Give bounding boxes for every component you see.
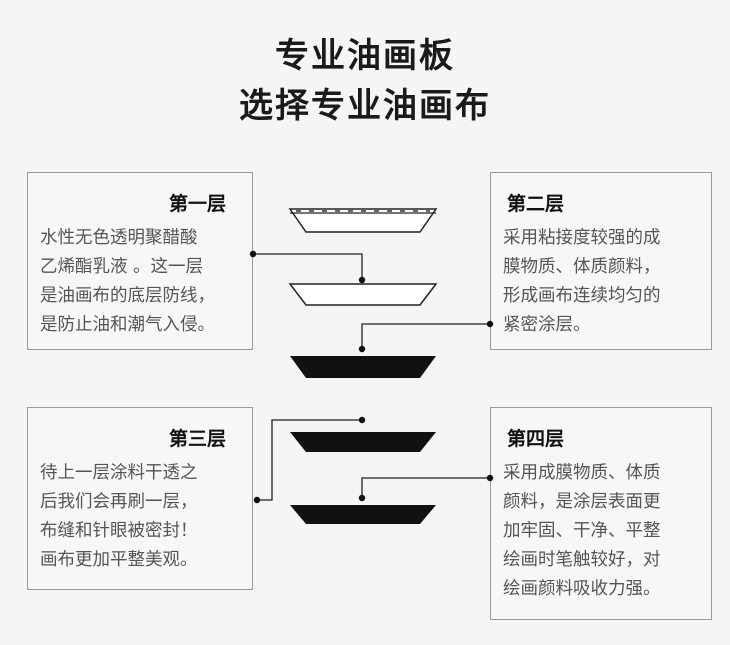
connector-dot — [253, 496, 261, 504]
connector-dot — [358, 416, 366, 424]
tray-layer-4a — [290, 432, 436, 452]
connector-dot — [486, 320, 494, 328]
connector-layer-1 — [253, 253, 363, 280]
connector-layer-4 — [361, 477, 490, 498]
layer-4-title: 第四层 — [507, 428, 565, 450]
tray-layer-3 — [290, 356, 436, 378]
layer-4-box: 第四层 采用成膜物质、体质 颜料，是涂层表面更 加牢固、干净、平整 绘画时笔触较… — [490, 407, 712, 620]
connector-layer-3 — [257, 419, 362, 501]
layer-2-box: 第二层 采用粘接度较强的成 膜物质、体质颜料， 形成画布连续均匀的 紧密涂层。 — [490, 172, 712, 350]
connector-layer-2 — [361, 323, 490, 349]
tray-layer-2 — [288, 283, 438, 306]
layer-3-title: 第三层 — [168, 428, 226, 450]
layer-2-text: 采用粘接度较强的成 膜物质、体质颜料， 形成画布连续均匀的 紧密涂层。 — [503, 228, 661, 335]
connector-dot — [358, 345, 366, 353]
connector-dot — [486, 474, 494, 482]
connector-dot — [358, 276, 366, 284]
layer-1-title: 第一层 — [168, 193, 226, 215]
title-line-1: 专业油画板 — [275, 36, 455, 76]
tray-layer-1 — [288, 208, 438, 233]
connector-dot — [249, 250, 257, 258]
layer-3-text: 待上一层涂料干透之 后我们会再刷一层， 布缝和针眼被密封！ 画布更加平整美观。 — [40, 463, 198, 570]
layer-1-text: 水性无色透明聚醋酸 乙烯酯乳液 。这一层 是油画布的底层防线， 是防止油和潮气入… — [40, 228, 215, 335]
connector-dot — [358, 494, 366, 502]
layer-1-box: 第一层 水性无色透明聚醋酸 乙烯酯乳液 。这一层 是油画布的底层防线， 是防止油… — [27, 172, 253, 350]
layer-2-title: 第二层 — [507, 193, 565, 215]
layer-4-text: 采用成膜物质、体质 颜料，是涂层表面更 加牢固、干净、平整 绘画时笔触较好，对 … — [503, 463, 661, 599]
title-line-2: 选择专业油画布 — [239, 86, 491, 126]
layer-3-box: 第三层 待上一层涂料干透之 后我们会再刷一层， 布缝和针眼被密封！ 画布更加平整… — [27, 407, 253, 590]
tray-layer-4b — [290, 505, 436, 524]
